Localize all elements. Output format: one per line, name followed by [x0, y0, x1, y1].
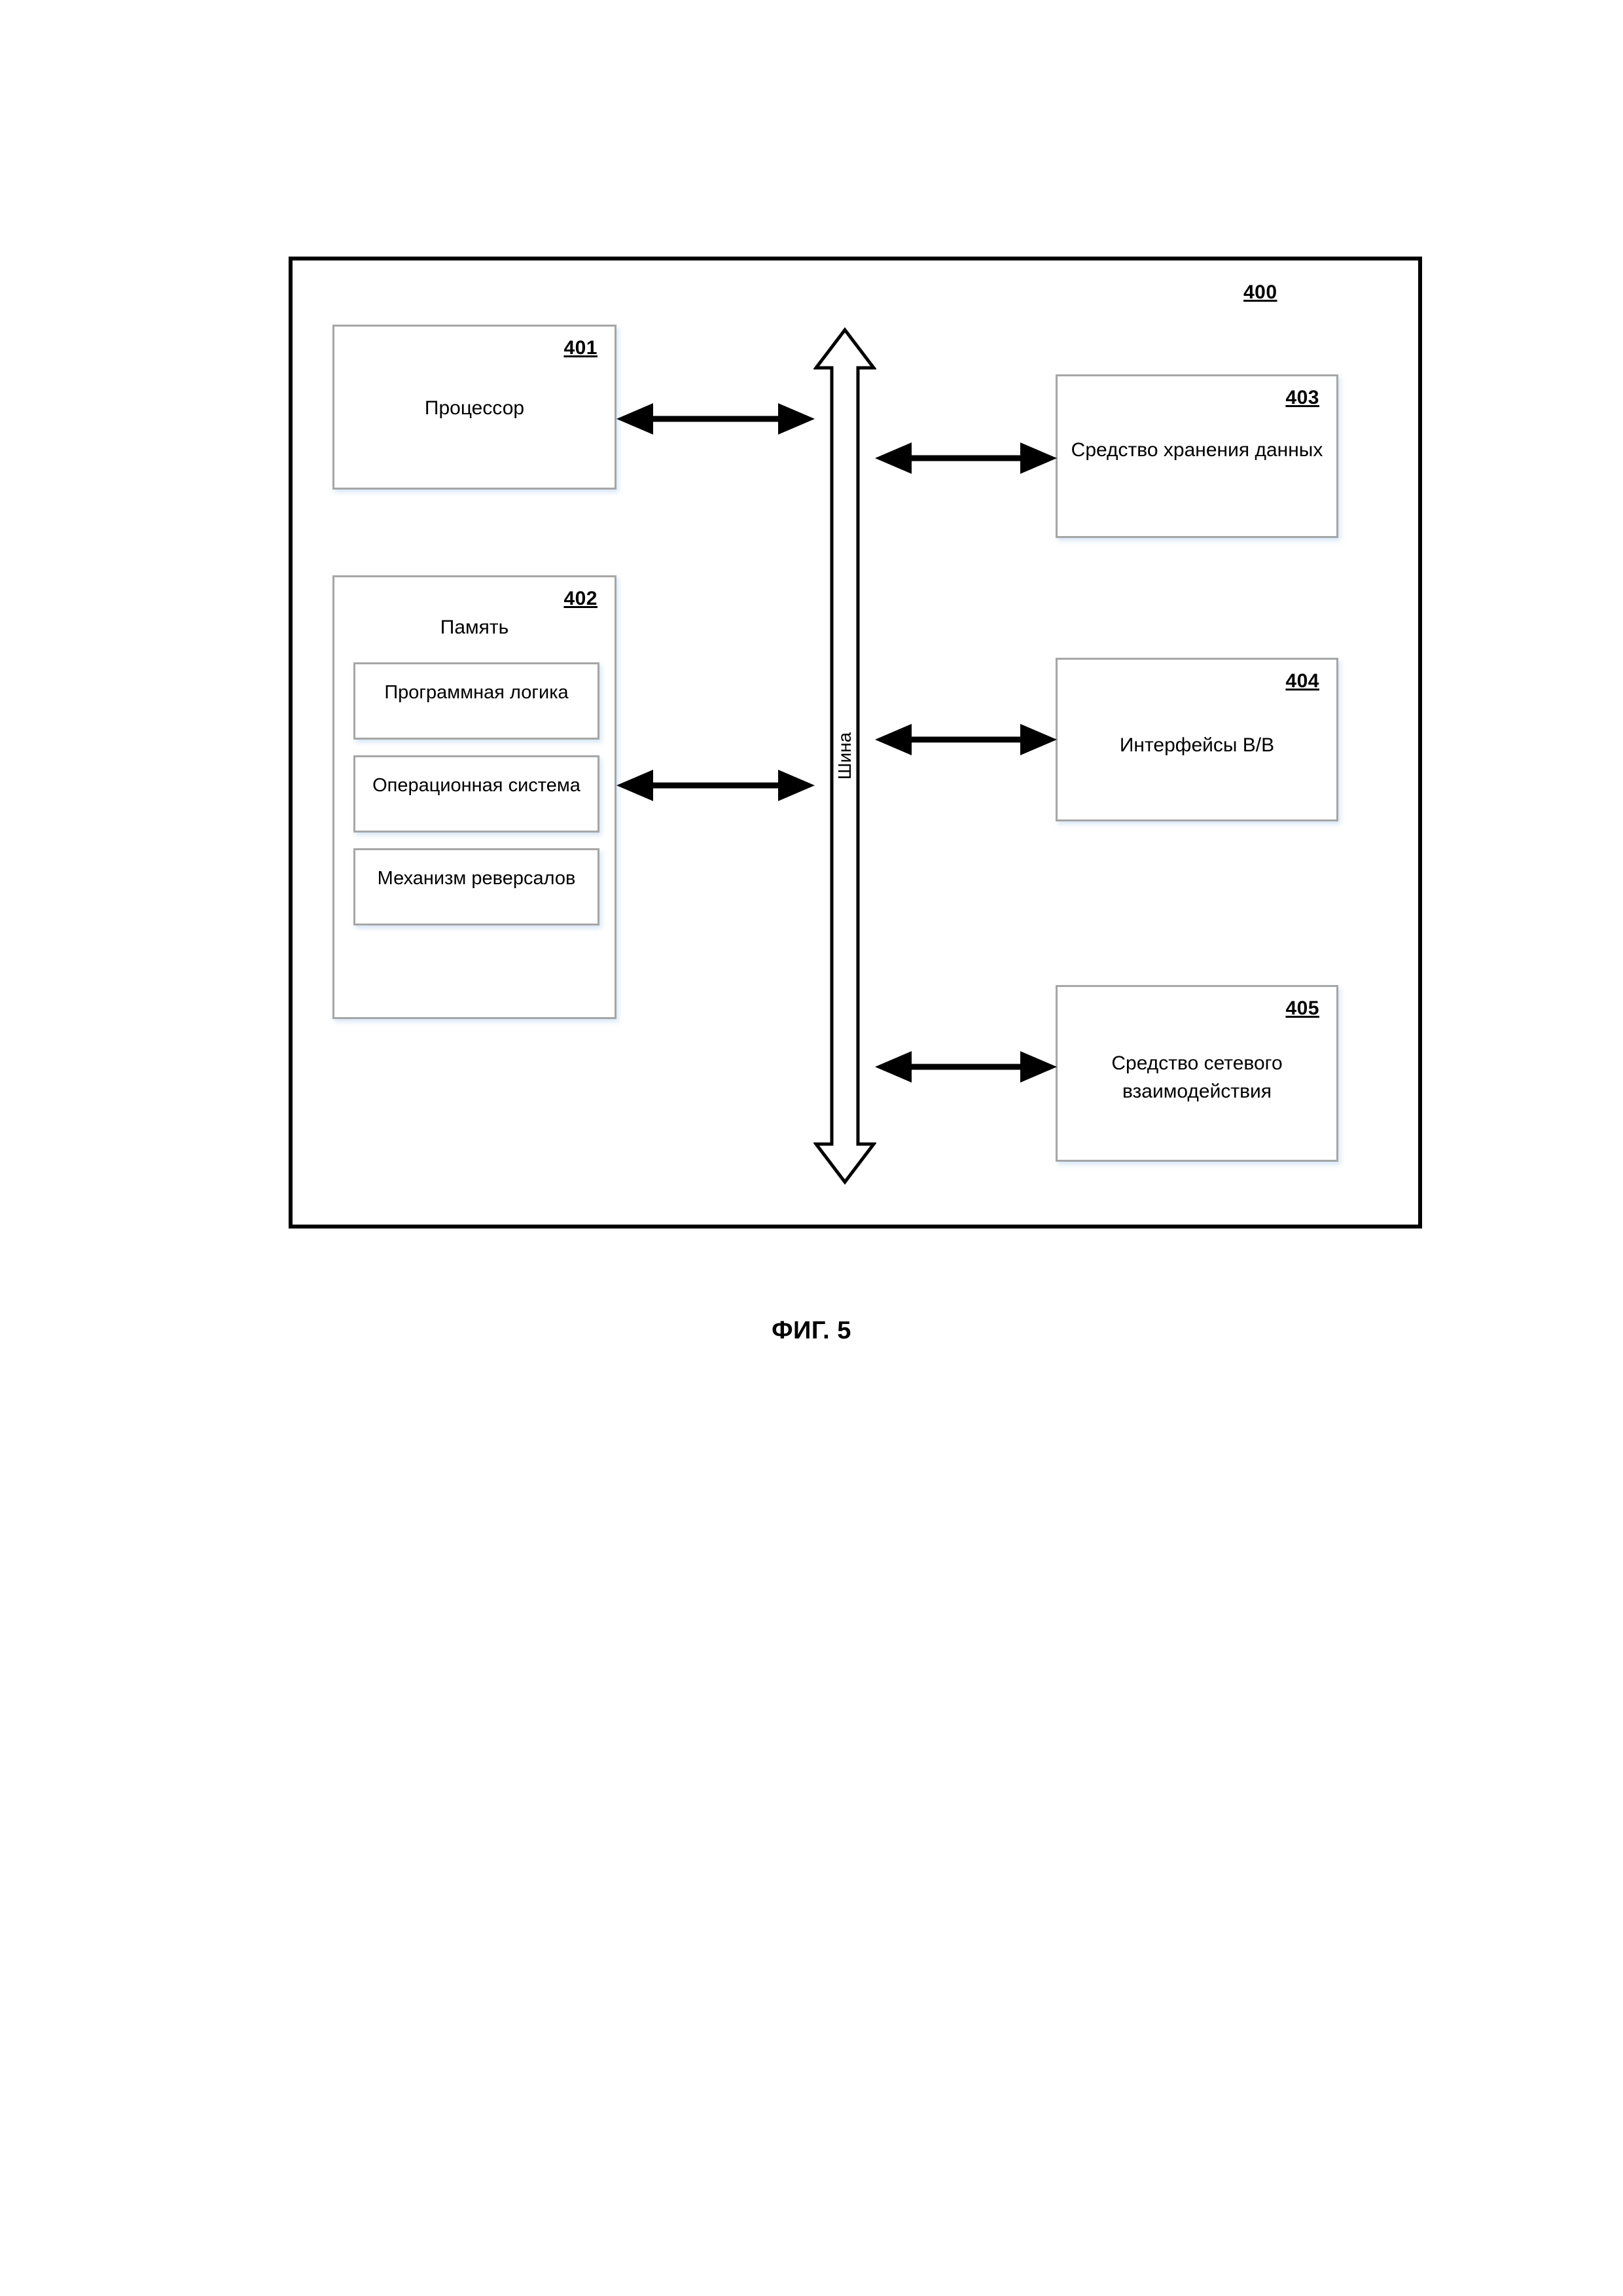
block-io-interfaces-reference-label: 404 [1285, 670, 1319, 692]
system-bus[interactable]: Шина [813, 327, 876, 1185]
sub-block-program-logic-title: Программная логика [384, 682, 569, 703]
double-arrow-icon [616, 770, 815, 801]
block-data-storage-reference-label: 403 [1285, 387, 1319, 408]
double-arrow-icon [875, 724, 1057, 755]
connector-bus-io-interfaces [875, 720, 1057, 759]
block-io-interfaces[interactable]: 404 Интерфейсы В/В [1056, 658, 1338, 821]
sub-block-reversal-mechanism[interactable]: Механизм реверсалов [353, 848, 599, 925]
block-memory-title: Память [440, 617, 509, 638]
sub-block-program-logic[interactable]: Программная логика [353, 662, 599, 740]
block-processor[interactable]: 401 Процессор [332, 325, 616, 490]
connector-bus-data-storage [875, 439, 1057, 478]
connector-bus-network-interface [875, 1047, 1057, 1086]
block-processor-title: Процессор [424, 397, 525, 419]
block-io-interfaces-title: Интерфейсы В/В [1119, 734, 1275, 756]
bus-double-arrow-icon [813, 327, 876, 1185]
block-data-storage-title: Средство хранения данных [1071, 439, 1323, 461]
connector-memory-bus [616, 766, 815, 805]
block-memory-reference-label: 402 [563, 588, 597, 609]
root-reference-label: 400 [1243, 281, 1277, 303]
block-network-interface-reference-label: 405 [1285, 997, 1319, 1019]
double-arrow-icon [875, 442, 1057, 474]
figure-caption: ФИГ. 5 [772, 1317, 851, 1344]
double-arrow-icon [616, 403, 815, 435]
block-memory[interactable]: 402 Память Программная логика Операционн… [332, 575, 616, 1019]
connector-processor-bus [616, 399, 815, 439]
system-bus-label: Шина [834, 732, 855, 780]
double-arrow-icon [875, 1051, 1057, 1083]
block-network-interface-title: Средство сетевого взаимодействия [1111, 1052, 1283, 1102]
block-data-storage[interactable]: 403 Средство хранения данных [1056, 374, 1338, 538]
block-processor-reference-label: 401 [563, 337, 597, 359]
sub-block-reversal-mechanism-title: Механизм реверсалов [377, 868, 576, 889]
sub-block-operating-system-title: Операционная система [372, 775, 580, 796]
sub-block-operating-system[interactable]: Операционная система [353, 755, 599, 833]
block-network-interface[interactable]: 405 Средство сетевого взаимодействия [1056, 985, 1338, 1162]
